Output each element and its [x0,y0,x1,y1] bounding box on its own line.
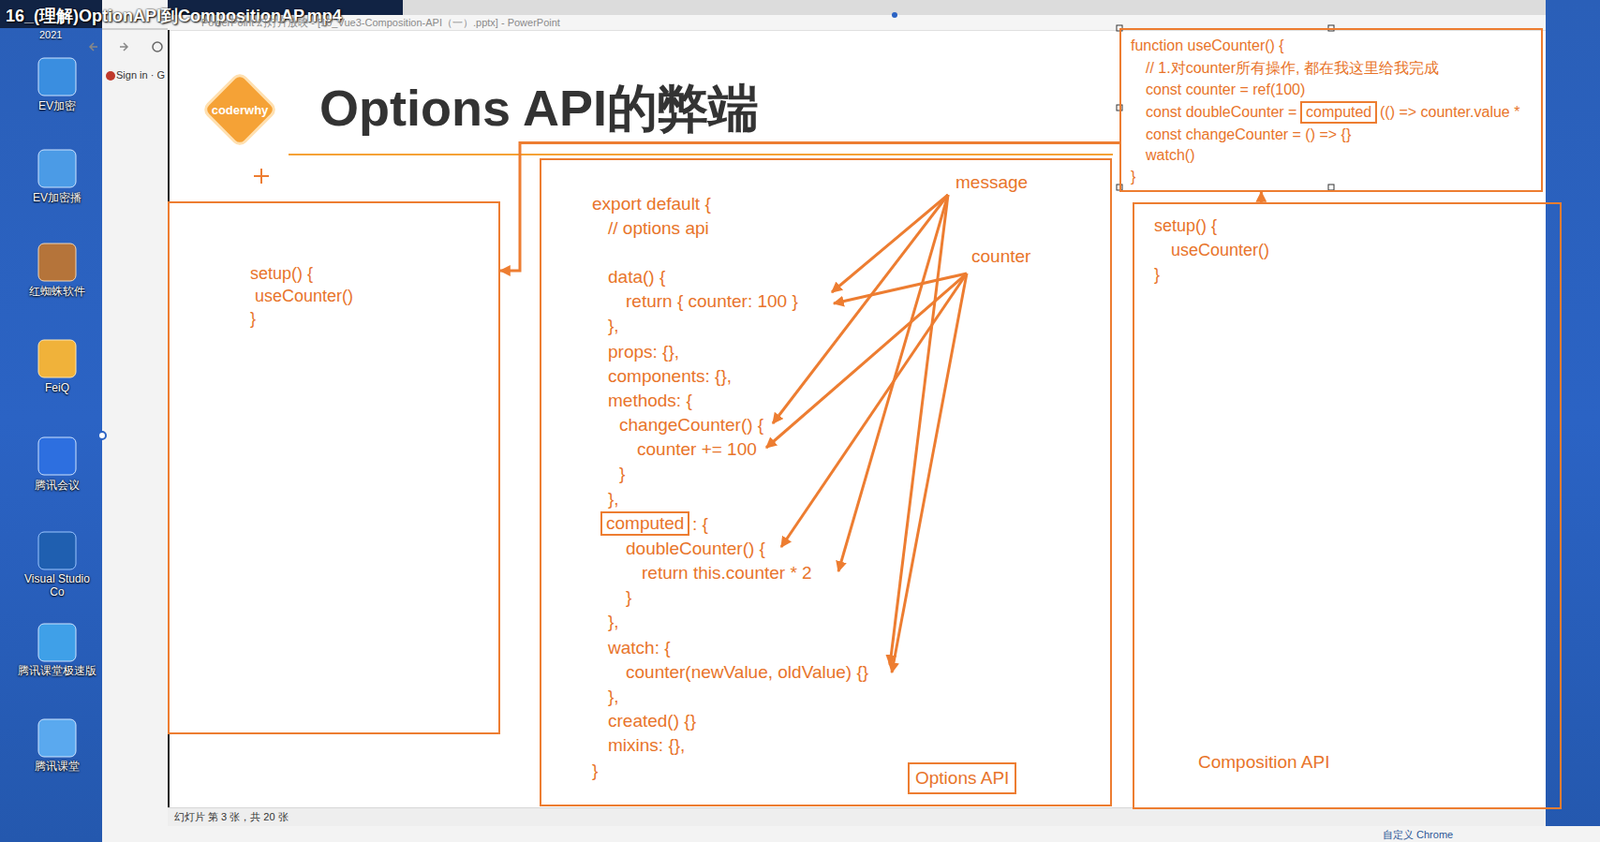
annotation-arrow [772,194,949,424]
code-line: // options api [607,217,710,240]
selection-dot [98,431,106,440]
code-line: useCounter() [254,285,354,307]
desktop-icon [38,58,76,96]
code-line: useCounter() [1170,239,1270,261]
annotation-arrow [889,194,949,666]
desktop-icon-label: Visual Studio Co [15,573,99,600]
annotation-label: message [955,172,1028,193]
year-label: 2021 [39,29,62,41]
computed-highlight: computed [600,511,690,536]
desktop-icon-label: FeiQ [15,382,99,396]
code-line: Composition API [1198,752,1330,773]
desktop-icon-label: 腾讯会议 [15,479,99,493]
code-line: : { [692,513,709,536]
slide-title: Options API的弊端 [319,74,759,144]
annotation-label: counter [971,246,1031,267]
desktop-icon-label: 腾讯课堂 [15,760,99,774]
desktop-icon [38,719,76,757]
selection-handle [1328,184,1334,191]
code-line: } [1154,264,1160,285]
connector-arrow [1259,192,1263,203]
code-line: components: {}, [607,365,732,388]
code-line: const changeCounter = () => {} [1145,125,1351,145]
setup-box: setup() {useCounter()} [167,201,501,735]
desktop-icon [38,532,76,570]
code-line: watch: { [607,637,671,660]
desktop-icon-label: EV加密播 [15,192,99,206]
annotation-arrow [831,194,949,293]
connector-arrow [500,143,1120,272]
desktop-icon-label: EV加密 [15,100,99,114]
browser-reload [152,42,163,52]
code-line: mixins: {}, [607,734,685,757]
browser-back [89,43,98,51]
code-line: created() {} [607,710,697,733]
options-api-tag: Options API [907,762,1017,795]
favicon [105,71,116,81]
code-line: counter(newValue, oldValue) {} [625,661,869,684]
code-line: export default { [592,192,712,216]
code-line: } [592,759,598,783]
browser-forward [119,43,128,51]
annotation-arrow [781,273,967,548]
top-strip [402,0,1546,15]
browser-tab-label: Sign in · G [116,69,165,81]
code-line: setup() { [1154,215,1217,237]
code-line: changeCounter() { [619,414,764,437]
computed-highlight: computed [1300,101,1378,124]
code-line: props: {}, [607,340,680,364]
code-line: return this.counter * 2 [641,562,813,585]
browser-toolbar-line [102,28,168,30]
code-line: return { counter: 100 } [625,290,799,313]
code-line: data() { [607,266,666,289]
selection-dot [891,12,898,18]
code-line: }, [607,488,620,511]
code-line: function useCounter() { [1130,36,1285,56]
desktop-icon [38,623,76,662]
code-line: }, [607,610,620,634]
annotation-arrow [833,273,967,304]
browser-window [102,0,168,842]
code-keyword: computed [1305,103,1372,122]
code-line: doubleCounter() { [625,537,766,561]
code-line: // 1.对counter所有操作, 都在我这里给我完成 [1145,59,1439,78]
function-box: function useCounter() { // 1.对counter所有操作… [1119,28,1543,193]
title-underline [288,153,1113,156]
logo-diamond: coderwhy [200,70,280,149]
desktop-icon [38,437,76,475]
code-line: }, [607,685,620,709]
desktop-icon-label: 红蜘蛛软件 [15,285,99,299]
diamond-shape [202,72,277,147]
annotation-arrow [891,273,967,673]
code-line: const counter = ref(100) [1145,80,1305,100]
desktop-icon [38,149,76,188]
code-line: methods: { [607,389,693,413]
code-line: } [625,586,632,609]
code-line: setup() { [250,263,313,284]
window-title: PowerPoint 幻灯片放映 - [10_Vue3-Composition-… [201,15,561,30]
code-keyword: computed [606,513,684,534]
code-line: }, [607,314,620,338]
crosshair [253,168,269,184]
code-line: } [1130,167,1136,187]
desktop-icon-label: 腾讯课堂极速版 [15,665,99,679]
slide-counter: 幻灯片 第 3 张，共 20 张 [174,810,289,825]
code-line: watch() [1145,146,1195,165]
code-line: counter += 100 [637,438,757,461]
code-line: } [250,308,256,329]
code-line: const doubleCounter = [1145,103,1297,122]
code-line: } [619,462,625,486]
desktop-icon [38,243,76,282]
bottom-strip [102,826,1600,842]
logo-text: coderwhy [211,103,269,118]
taskbar-label: 自定义 Chrome [1382,828,1453,842]
status-bar [167,807,1546,828]
code-line: (() => counter.value * [1379,103,1520,122]
desktop-icon [38,340,76,378]
tag-text: Options API [915,768,1009,789]
composition-api-box: setup() {useCounter()} Composition API [1132,202,1562,810]
